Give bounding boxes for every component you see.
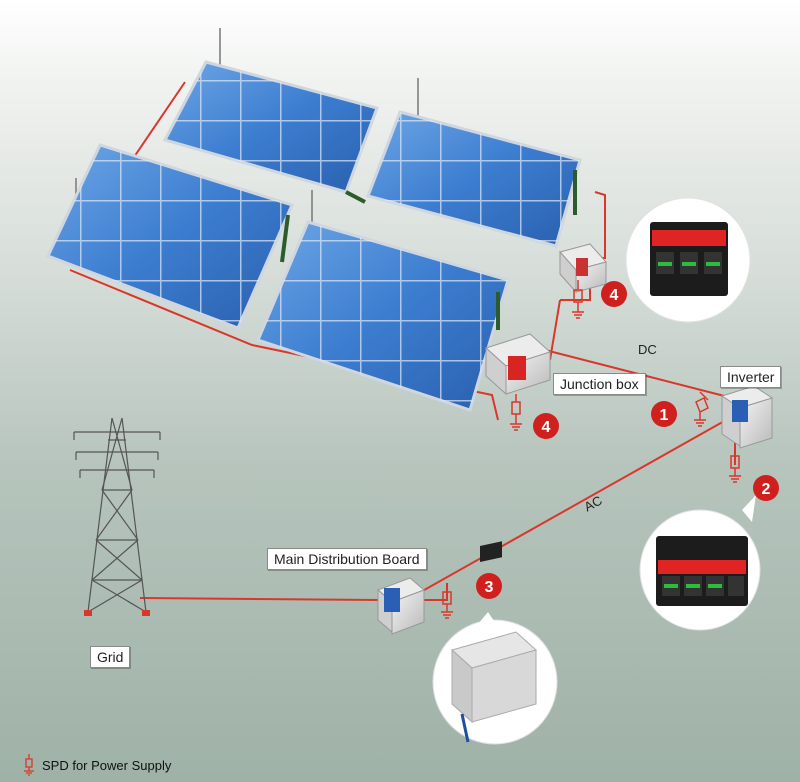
junction-box-upper — [559, 243, 607, 294]
badge-number: 4 — [610, 287, 619, 304]
legend-text: SPD for Power Supply — [42, 757, 172, 773]
legend: SPD for Power Supply — [22, 754, 171, 776]
inverter-label: Inverter — [720, 366, 782, 388]
spd-product-mdb — [432, 541, 558, 745]
spd-symbol-icon — [24, 754, 34, 776]
badge-1: 1 — [651, 401, 677, 427]
distribution-board-box — [377, 577, 425, 635]
badge-number: 3 — [485, 579, 494, 596]
inverter-box — [720, 385, 774, 449]
spd-symbol-icon — [441, 584, 453, 619]
solar-panel-1 — [162, 28, 379, 204]
badge-2: 2 — [753, 475, 779, 501]
spd-product-ac — [639, 495, 761, 631]
wire-junction-link — [549, 299, 561, 361]
grid-label: Grid — [90, 646, 131, 668]
spd-product-dc — [605, 197, 751, 323]
junction-box-label: Junction box — [553, 373, 646, 395]
solar-panel-4 — [255, 190, 510, 412]
junction-box-lower — [485, 333, 551, 396]
spd-symbol-icon — [729, 448, 741, 483]
wire-ac — [409, 414, 736, 599]
dc-label: DC — [638, 342, 657, 357]
badge-number: 1 — [660, 407, 669, 424]
solar-panel-2 — [366, 78, 582, 248]
spd-symbol-icon — [694, 391, 709, 427]
badge-number: 4 — [542, 419, 551, 436]
badge-number: 2 — [762, 481, 771, 498]
badge-4-lower: 4 — [533, 413, 559, 439]
solar-panel-3 — [45, 143, 295, 330]
spd-symbol-icon — [572, 280, 584, 319]
wire-panel-link-1 — [131, 81, 186, 161]
badge-3: 3 — [476, 573, 502, 599]
badge-4-upper: 4 — [601, 281, 627, 307]
main-distribution-board-label: Main Distribution Board — [267, 548, 427, 570]
wire-grid — [139, 597, 381, 601]
spd-symbol-icon — [510, 394, 522, 431]
transmission-tower — [73, 417, 161, 616]
